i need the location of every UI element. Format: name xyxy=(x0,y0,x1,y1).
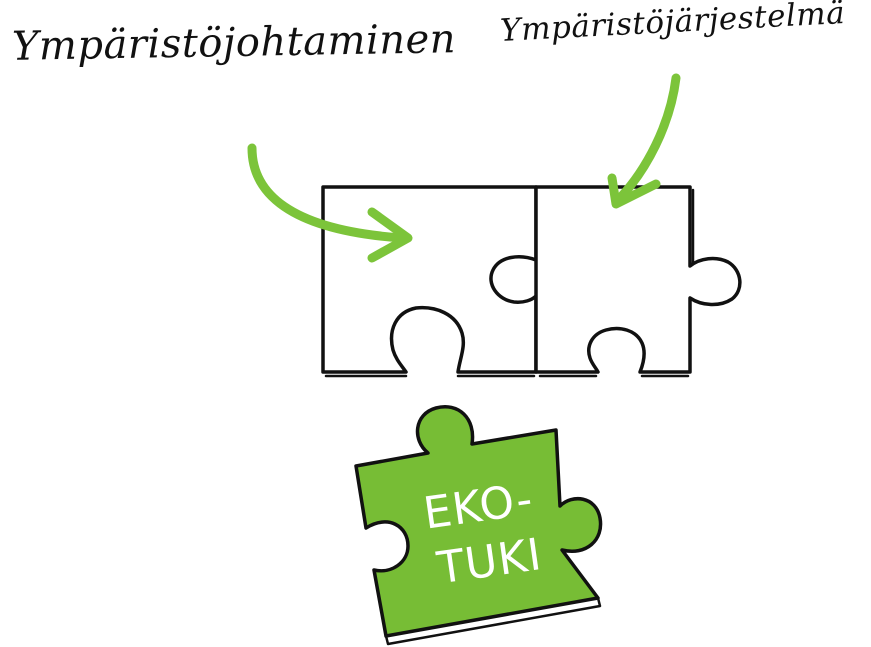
right-puzzle-piece xyxy=(534,185,742,374)
green-piece-body xyxy=(354,405,603,638)
green-arrows xyxy=(247,73,681,263)
arrow-right-head-icon xyxy=(607,173,661,209)
right-piece-shadow-edge xyxy=(538,188,695,378)
arrow-left-icon xyxy=(247,143,407,243)
left-puzzle-piece xyxy=(321,185,538,374)
arrow-right-icon xyxy=(615,73,681,203)
green-puzzle-piece: EKO- TUKI xyxy=(354,405,603,646)
white-puzzle-pieces xyxy=(321,185,742,378)
arrow-left-head-icon xyxy=(367,207,413,263)
